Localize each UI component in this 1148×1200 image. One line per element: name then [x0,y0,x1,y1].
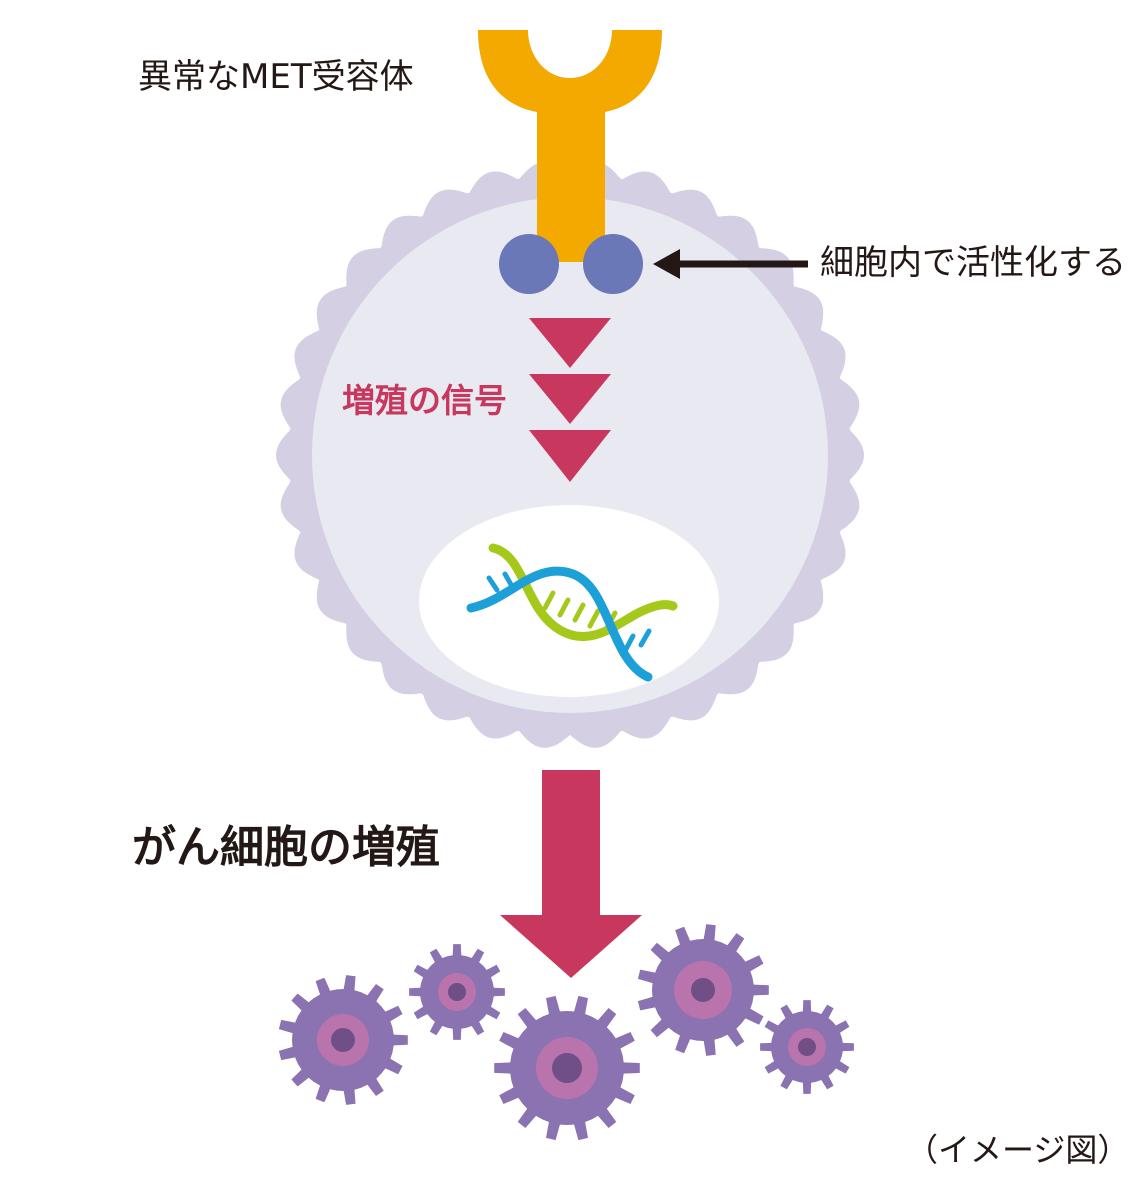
kinase-domain-right [583,234,643,294]
image-note-label: （イメージ図） [906,1131,1130,1169]
cancer-cell-nucleus [691,978,715,1002]
cancer-cells [278,924,854,1141]
signal-triangle [529,430,611,482]
proliferation-label: がん細胞の増殖 [132,822,440,873]
cancer-cell-nucleus [552,1053,582,1083]
signal-arrows [529,318,611,482]
cancer-cell-nucleus [798,1038,816,1056]
cancer-cell-nucleus [448,983,466,1001]
met-receptor-icon [478,30,662,262]
kinase-domain-left [499,234,559,294]
cancer-cell-icon [278,975,408,1105]
cancer-cell-nucleus [331,1028,355,1052]
signal-triangle [529,318,611,368]
receptor-label: 異常なMET受容体 [138,57,414,97]
proliferation-arrow [500,770,642,978]
cancer-cell-icon [637,924,769,1056]
activation-label: 細胞内で活性化する [820,243,1126,283]
dna-helix-icon [466,543,678,682]
cancer-cell-icon [409,944,505,1040]
cancer-cell-icon [494,995,640,1141]
signal-label: 増殖の信号 [342,381,507,420]
signal-triangle [529,374,611,424]
activation-arrow [653,249,808,279]
cancer-cell-icon [760,1000,854,1094]
